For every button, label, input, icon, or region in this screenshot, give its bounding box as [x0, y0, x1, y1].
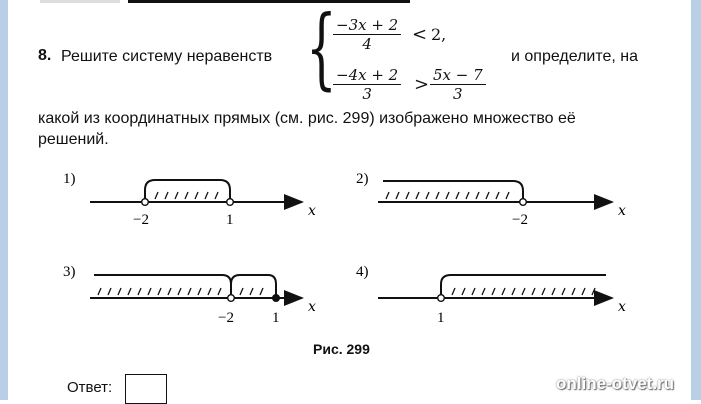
option-4-line: 4) 1 x	[356, 264, 626, 326]
task-number: 8.	[38, 47, 52, 64]
option-3-label: 3)	[63, 264, 76, 280]
answer-label: Ответ:	[67, 379, 113, 396]
option-1-point-1	[225, 197, 234, 206]
task-trail-text: и определите, на	[511, 48, 639, 65]
option-1-label: 1)	[63, 171, 76, 187]
option-3-axis-label: x	[308, 299, 316, 315]
option-2-line: 2) −2 x	[356, 171, 626, 228]
option-3-point-1	[272, 294, 281, 303]
option-3-point-minus2	[226, 294, 235, 303]
option-1-axis-label: x	[308, 203, 316, 219]
option-1-line: 1) −2 1 x	[63, 171, 316, 228]
option-2-axis-label: x	[618, 203, 626, 219]
system-brace: {	[306, 0, 337, 99]
ineq1-rhs: 2,	[431, 25, 447, 44]
ineq2-left-denominator: 3	[362, 85, 372, 103]
option-1-hatch	[154, 191, 219, 200]
option-3-line: 3) −2 1 x	[63, 264, 316, 326]
option-3-arc-left	[94, 274, 232, 298]
option-2-hatch	[385, 191, 510, 200]
option-1-tick-1: 1	[226, 212, 234, 228]
option-4-axis-label: x	[618, 299, 626, 315]
left-border	[0, 0, 8, 400]
ineq1-fraction: −3x + 2 4	[333, 16, 402, 53]
ineq1-numerator: −3x + 2	[333, 16, 402, 35]
option-2-point-minus2	[519, 197, 528, 206]
ineq1-denominator: 4	[362, 35, 372, 53]
option-3-arc-right	[230, 274, 277, 298]
task-line3: решений.	[38, 131, 109, 148]
option-1-arc	[144, 179, 231, 202]
option-2-arc	[383, 180, 524, 202]
option-1-point-minus2	[140, 197, 149, 206]
option-4-point-1	[437, 294, 446, 303]
option-1-tick-minus2: −2	[133, 212, 149, 228]
option-2-label: 2)	[356, 171, 369, 187]
option-3-hatch	[97, 287, 264, 296]
ineq2-left-numerator: −4x + 2	[333, 66, 402, 85]
option-4-hatch	[451, 287, 596, 296]
task-lead-text: Решите систему неравенств	[61, 48, 273, 65]
option-4-arc	[440, 274, 606, 298]
option-3-tick-1: 1	[272, 310, 280, 326]
option-4-label: 4)	[356, 264, 369, 280]
watermark: online-otvet.ru	[556, 374, 675, 393]
right-border	[691, 0, 701, 400]
ineq2-right-fraction: 5x − 7 3	[430, 66, 486, 103]
ineq2-right-numerator: 5x − 7	[430, 66, 486, 85]
ineq2-left-fraction: −4x + 2 3	[333, 66, 402, 103]
option-4-tick-1: 1	[437, 310, 445, 326]
option-2-tick-minus2: −2	[512, 212, 528, 228]
previous-answer-line	[128, 0, 410, 3]
previous-task-remnant	[40, 0, 120, 3]
task-line2: какой из координатных прямых (см. рис. 2…	[38, 110, 576, 127]
ineq2-relation: >	[414, 74, 430, 95]
ineq2-right-denominator: 3	[453, 85, 463, 103]
figure-caption: Рис. 299	[313, 341, 370, 357]
ineq1-relation: <	[412, 24, 428, 45]
option-3-tick-minus2: −2	[218, 310, 234, 326]
